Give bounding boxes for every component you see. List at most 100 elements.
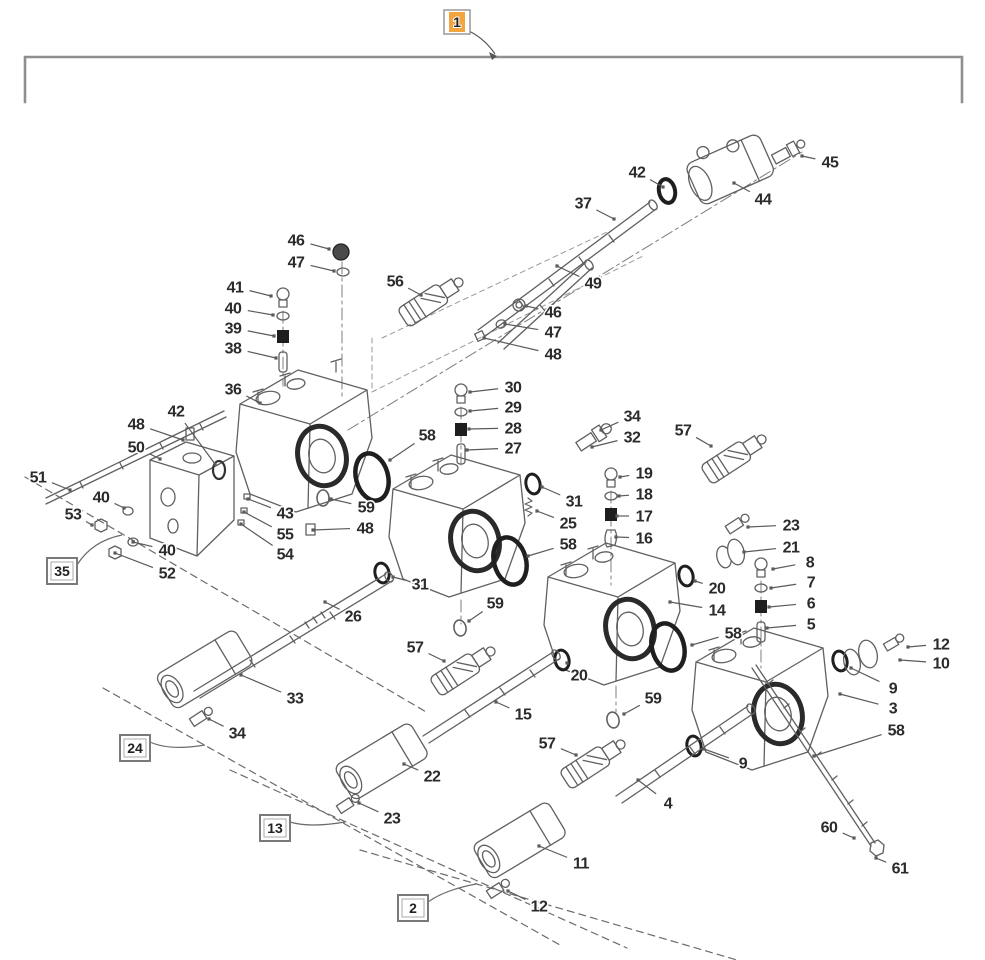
part-number: 6: [807, 596, 816, 613]
cartridge-56: [398, 277, 464, 327]
part-number: 57: [675, 423, 692, 440]
leader-line: [842, 832, 855, 839]
group-callout-2: 2: [397, 883, 477, 922]
part-number: 18: [636, 487, 653, 504]
leader-dot: [849, 666, 853, 670]
part-number: 50: [128, 440, 145, 457]
leader-line: [208, 718, 224, 727]
part-number: 48: [128, 417, 145, 434]
leader-line: [247, 330, 275, 337]
part-number: 58: [419, 428, 436, 445]
part-number: 42: [168, 404, 185, 421]
small-gray-rings: [453, 619, 620, 729]
leader-dot: [617, 494, 621, 498]
part-label-12: 12: [506, 889, 550, 917]
part-number: 40: [93, 490, 110, 507]
part-label-17: 17: [615, 507, 655, 527]
leader-dot: [357, 801, 361, 805]
leader-dot: [565, 661, 569, 665]
leader-line: [850, 667, 880, 683]
part-label-34: 34: [207, 717, 248, 744]
part-label-20: 20: [565, 661, 590, 686]
part-number: 58: [888, 723, 905, 740]
leader-dot: [615, 514, 619, 518]
part-label-9: 9: [849, 666, 900, 699]
part-number: 26: [345, 609, 362, 626]
part-number: 36: [225, 382, 242, 399]
leader-dot: [668, 600, 672, 604]
leader-line: [560, 748, 577, 756]
part-number: 58: [725, 626, 742, 643]
part-label-58: 58: [526, 535, 579, 558]
part-label-42: 42: [627, 163, 665, 189]
leader-dot: [272, 334, 276, 338]
leader-line: [591, 440, 618, 448]
part-label-57: 57: [537, 734, 578, 757]
callout-connector: [289, 821, 346, 826]
leader-dot: [213, 462, 217, 466]
leader-dot: [590, 445, 594, 449]
part-label-46: 46: [524, 303, 564, 323]
part-label-46: 46: [286, 231, 331, 251]
leader-line: [813, 733, 882, 757]
leader-dot: [442, 659, 446, 663]
parts-column-41-38: [276, 287, 290, 373]
leader-line: [768, 603, 797, 608]
hidden-lines: [371, 231, 646, 393]
tie-rod-60: [751, 664, 885, 857]
part-number: 61: [892, 861, 909, 878]
leader-dot: [690, 643, 694, 647]
washer-47b: [495, 319, 507, 329]
part-number: 12: [531, 899, 548, 916]
group-number: 35: [54, 563, 70, 579]
part-number: 45: [822, 155, 839, 172]
seal-39: [277, 330, 289, 343]
group-number: 24: [127, 740, 143, 756]
part-label-3: 3: [838, 692, 900, 719]
leader-line: [51, 482, 71, 491]
leader-line: [407, 287, 422, 296]
part-label-45: 45: [800, 153, 841, 173]
part-label-59: 59: [329, 497, 377, 518]
part-number: 7: [807, 575, 816, 592]
leader-line: [247, 498, 272, 509]
leader-dot: [661, 185, 665, 189]
part-label-19: 19: [618, 464, 655, 484]
group-boundary-lines: [24, 476, 738, 960]
part-number: 22: [424, 769, 441, 786]
part-label-31: 31: [540, 485, 585, 512]
leader-line: [527, 547, 554, 557]
part-number: 49: [585, 276, 602, 293]
leader-line: [691, 636, 719, 646]
part-label-28: 28: [467, 419, 524, 439]
leader-line: [507, 890, 526, 901]
part-label-37: 37: [573, 194, 616, 221]
plug-48: [185, 427, 195, 441]
part-label-56: 56: [385, 272, 423, 297]
leader-line: [770, 583, 797, 589]
body-11: [473, 802, 566, 879]
part-label-4: 4: [636, 778, 675, 814]
leader-line: [618, 494, 630, 497]
part-number: 37: [575, 196, 592, 213]
leader-line: [249, 290, 272, 297]
leader-dot: [258, 401, 262, 405]
leader-dot: [332, 269, 336, 273]
part-number: 31: [412, 577, 429, 594]
part-label-36: 36: [223, 380, 262, 405]
ball-46: [332, 243, 350, 261]
part-number: 39: [225, 321, 242, 338]
leader-line: [469, 388, 499, 393]
part-label-42: 42: [166, 402, 217, 466]
part-number: 47: [545, 325, 562, 342]
part-label-41: 41: [225, 278, 273, 298]
leader-line: [801, 155, 816, 160]
leader-line: [310, 264, 335, 272]
group-callout-35: 35: [46, 534, 123, 585]
part-label-7: 7: [769, 573, 818, 593]
leader-line: [468, 427, 499, 430]
leader-dot: [494, 700, 498, 704]
oring-42-top: [656, 177, 678, 205]
leader-line: [703, 748, 730, 759]
part-label-50: 50: [126, 438, 162, 461]
